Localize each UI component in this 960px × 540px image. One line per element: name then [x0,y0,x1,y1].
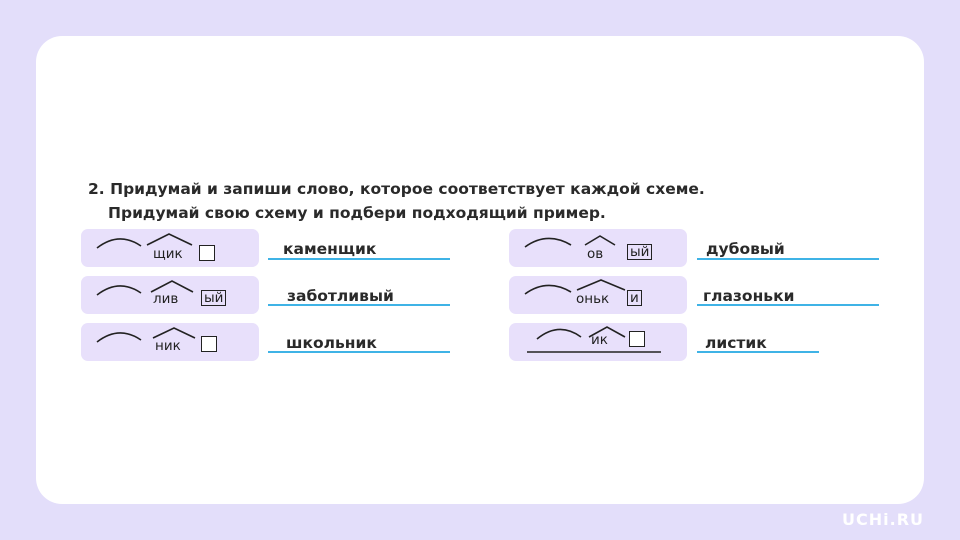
answer-6: листик [705,334,767,352]
scheme-4: ов ый [509,229,687,267]
scheme-5: оньк и [509,276,687,314]
uchi-logo: UCHi.RU [842,510,924,529]
answer-line-4 [697,258,879,260]
answer-line-6 [697,351,819,353]
answer-2: заботливый [287,287,394,305]
task-text: 2. Придумай и запиши слово, которое соот… [88,177,705,225]
answer-line-1 [268,258,450,260]
answer-line-5 [697,304,879,306]
scheme-3-ending-box [201,336,217,352]
scheme-4-ending: ый [627,244,653,260]
scheme-2-ending: ый [201,290,227,306]
scheme-2: лив ый [81,276,259,314]
scheme-6-ending-box [629,331,645,347]
content-card [36,36,924,504]
scheme-3: ник [81,323,259,361]
task-line-2: Придумай свою схему и подбери подходящий… [108,204,606,222]
answer-4: дубовый [706,240,785,258]
answer-3: школьник [286,334,377,352]
scheme-6-suffix: ик [591,332,608,348]
scheme-2-suffix: лив [153,291,179,307]
scheme-1: щик [81,229,259,267]
task-number: 2. [88,180,105,198]
scheme-5-ending: и [627,290,642,306]
scheme-3-suffix: ник [155,338,181,354]
answer-5: глазоньки [703,287,795,305]
scheme-5-suffix: оньк [576,291,610,307]
answer-line-3 [268,351,450,353]
scheme-1-ending-box [199,245,215,261]
scheme-1-suffix: щик [153,246,183,262]
answer-1: каменщик [283,240,377,258]
task-line-1: Придумай и запиши слово, которое соответ… [110,180,705,198]
answer-line-2 [268,304,450,306]
scheme-6: ик [509,323,687,361]
scheme-4-suffix: ов [587,246,604,262]
